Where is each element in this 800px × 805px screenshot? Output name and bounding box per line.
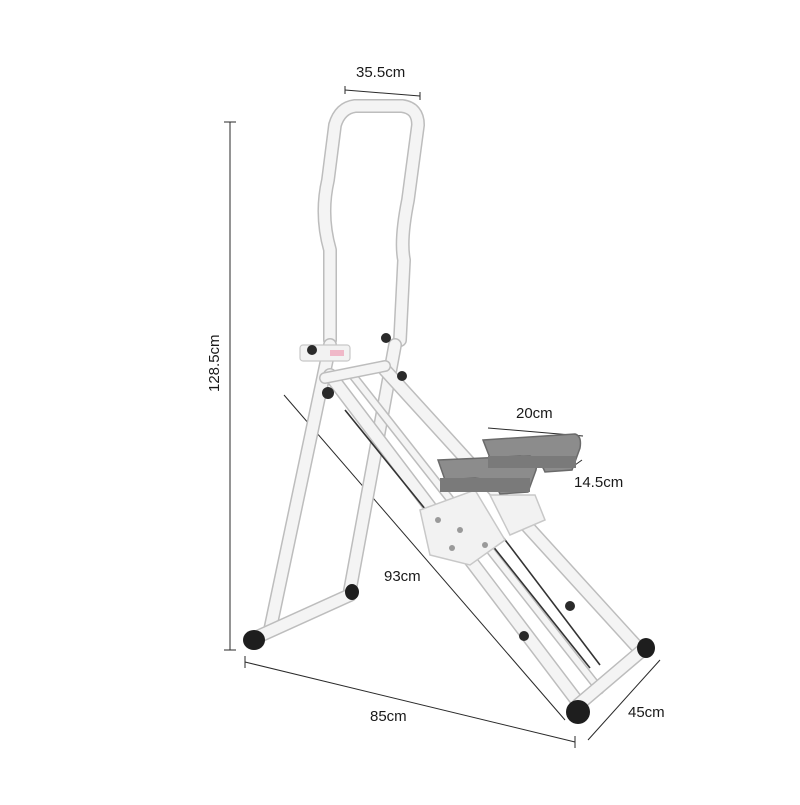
dimension-lines (224, 86, 661, 748)
console (299, 344, 351, 362)
pedal-width-label: 20cm (516, 405, 553, 422)
cables (344, 409, 601, 669)
frame (248, 99, 652, 712)
dim-line-base-depth (587, 659, 661, 741)
total-height-label: 128.5cm (206, 334, 223, 392)
wheel-rear-right (637, 638, 655, 658)
wheel-front-left (243, 630, 265, 650)
wheel-rear-left (566, 700, 590, 724)
wheel-front-right (345, 584, 359, 600)
handle-width-label: 35.5cm (356, 64, 406, 81)
pedal-bracket (419, 489, 546, 566)
dim-line-handle-width (344, 89, 421, 97)
rail-length-label: 93cm (384, 568, 421, 585)
adjustment-knobs (307, 333, 575, 641)
base-depth-label: 45cm (628, 704, 665, 721)
foot-pedals (436, 433, 582, 495)
pedal-depth-label: 14.5cm (574, 474, 624, 491)
dim-line-rail-length (283, 394, 566, 721)
wheels (243, 584, 655, 724)
dim-line-base-length (244, 661, 576, 743)
base-length-label: 85cm (370, 708, 407, 725)
